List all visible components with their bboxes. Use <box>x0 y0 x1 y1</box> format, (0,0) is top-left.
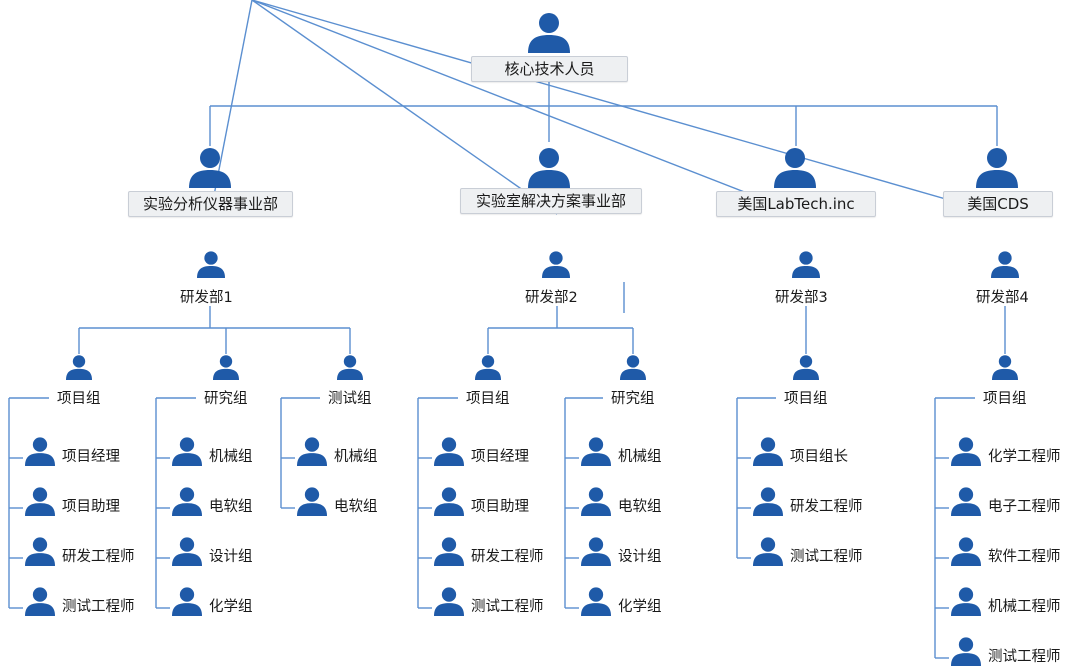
person-icon <box>793 355 819 380</box>
person-icon <box>581 537 611 566</box>
person-icon <box>337 355 363 380</box>
person-icon <box>753 437 783 466</box>
group-label: 研究组 <box>611 391 655 407</box>
person-icon <box>753 487 783 516</box>
division-title: 美国LabTech.inc <box>716 191 876 217</box>
member-label: 研发工程师 <box>62 549 135 565</box>
connector-line <box>251 0 1006 217</box>
person-icon <box>434 437 464 466</box>
dept-label: 研发部4 <box>976 290 1029 306</box>
person-icon <box>189 148 231 188</box>
person-icon <box>581 437 611 466</box>
person-icon <box>25 487 55 516</box>
division-title: 实验室解决方案事业部 <box>460 188 642 214</box>
person-icon <box>172 437 202 466</box>
person-icon <box>951 437 981 466</box>
person-icon <box>951 537 981 566</box>
person-icon <box>434 487 464 516</box>
person-icon <box>434 537 464 566</box>
person-icon <box>297 437 327 466</box>
person-icon <box>951 637 981 666</box>
group-label: 测试组 <box>328 391 372 407</box>
group-label: 项目组 <box>784 391 828 407</box>
dept-label: 研发部3 <box>775 290 828 306</box>
member-label: 设计组 <box>209 549 253 565</box>
member-label: 机械组 <box>209 449 253 465</box>
member-label: 项目组长 <box>790 449 848 465</box>
person-icon <box>475 355 501 380</box>
group-label: 项目组 <box>57 391 101 407</box>
member-label: 机械组 <box>618 449 662 465</box>
dept-label: 研发部1 <box>180 290 233 306</box>
person-icon <box>172 537 202 566</box>
member-label: 电软组 <box>209 499 253 515</box>
person-icon <box>213 355 239 380</box>
person-icon <box>197 251 225 278</box>
group-label: 项目组 <box>983 391 1027 407</box>
person-icon <box>25 437 55 466</box>
member-label: 化学组 <box>209 599 253 615</box>
member-label: 研发工程师 <box>790 499 863 515</box>
person-icon <box>581 587 611 616</box>
person-icon <box>542 251 570 278</box>
person-icon <box>992 355 1018 380</box>
member-label: 项目助理 <box>62 499 120 515</box>
member-label: 研发工程师 <box>471 549 544 565</box>
person-icon <box>620 355 646 380</box>
person-icon <box>581 487 611 516</box>
connector-line <box>251 0 558 215</box>
member-label: 测试工程师 <box>790 549 863 565</box>
person-icon <box>434 587 464 616</box>
root-title: 核心技术人员 <box>471 56 628 82</box>
person-icon <box>66 355 92 380</box>
member-label: 测试工程师 <box>62 599 135 615</box>
member-label: 项目经理 <box>471 449 529 465</box>
member-label: 机械工程师 <box>988 599 1061 615</box>
member-label: 化学工程师 <box>988 449 1061 465</box>
person-icon <box>792 251 820 278</box>
member-label: 机械组 <box>334 449 378 465</box>
division-title: 实验分析仪器事业部 <box>128 191 293 217</box>
person-icon <box>528 148 570 188</box>
member-label: 电子工程师 <box>988 499 1061 515</box>
person-icon <box>753 537 783 566</box>
group-label: 研究组 <box>204 391 248 407</box>
connector-line <box>251 0 807 217</box>
person-icon <box>25 537 55 566</box>
person-icon <box>774 148 816 188</box>
person-icon <box>25 587 55 616</box>
member-label: 电软组 <box>618 499 662 515</box>
member-label: 测试工程师 <box>471 599 544 615</box>
person-icon <box>951 487 981 516</box>
person-icon <box>991 251 1019 278</box>
member-label: 项目经理 <box>62 449 120 465</box>
division-title: 美国CDS <box>943 191 1053 217</box>
dept-label: 研发部2 <box>525 290 578 306</box>
member-label: 电软组 <box>334 499 378 515</box>
member-label: 测试工程师 <box>988 649 1061 665</box>
member-label: 项目助理 <box>471 499 529 515</box>
person-icon <box>951 587 981 616</box>
person-icon <box>976 148 1018 188</box>
member-label: 设计组 <box>618 549 662 565</box>
person-icon <box>172 487 202 516</box>
person-icon <box>297 487 327 516</box>
person-icon <box>528 13 570 53</box>
member-label: 软件工程师 <box>988 549 1061 565</box>
group-label: 项目组 <box>466 391 510 407</box>
person-icon <box>172 587 202 616</box>
member-label: 化学组 <box>618 599 662 615</box>
